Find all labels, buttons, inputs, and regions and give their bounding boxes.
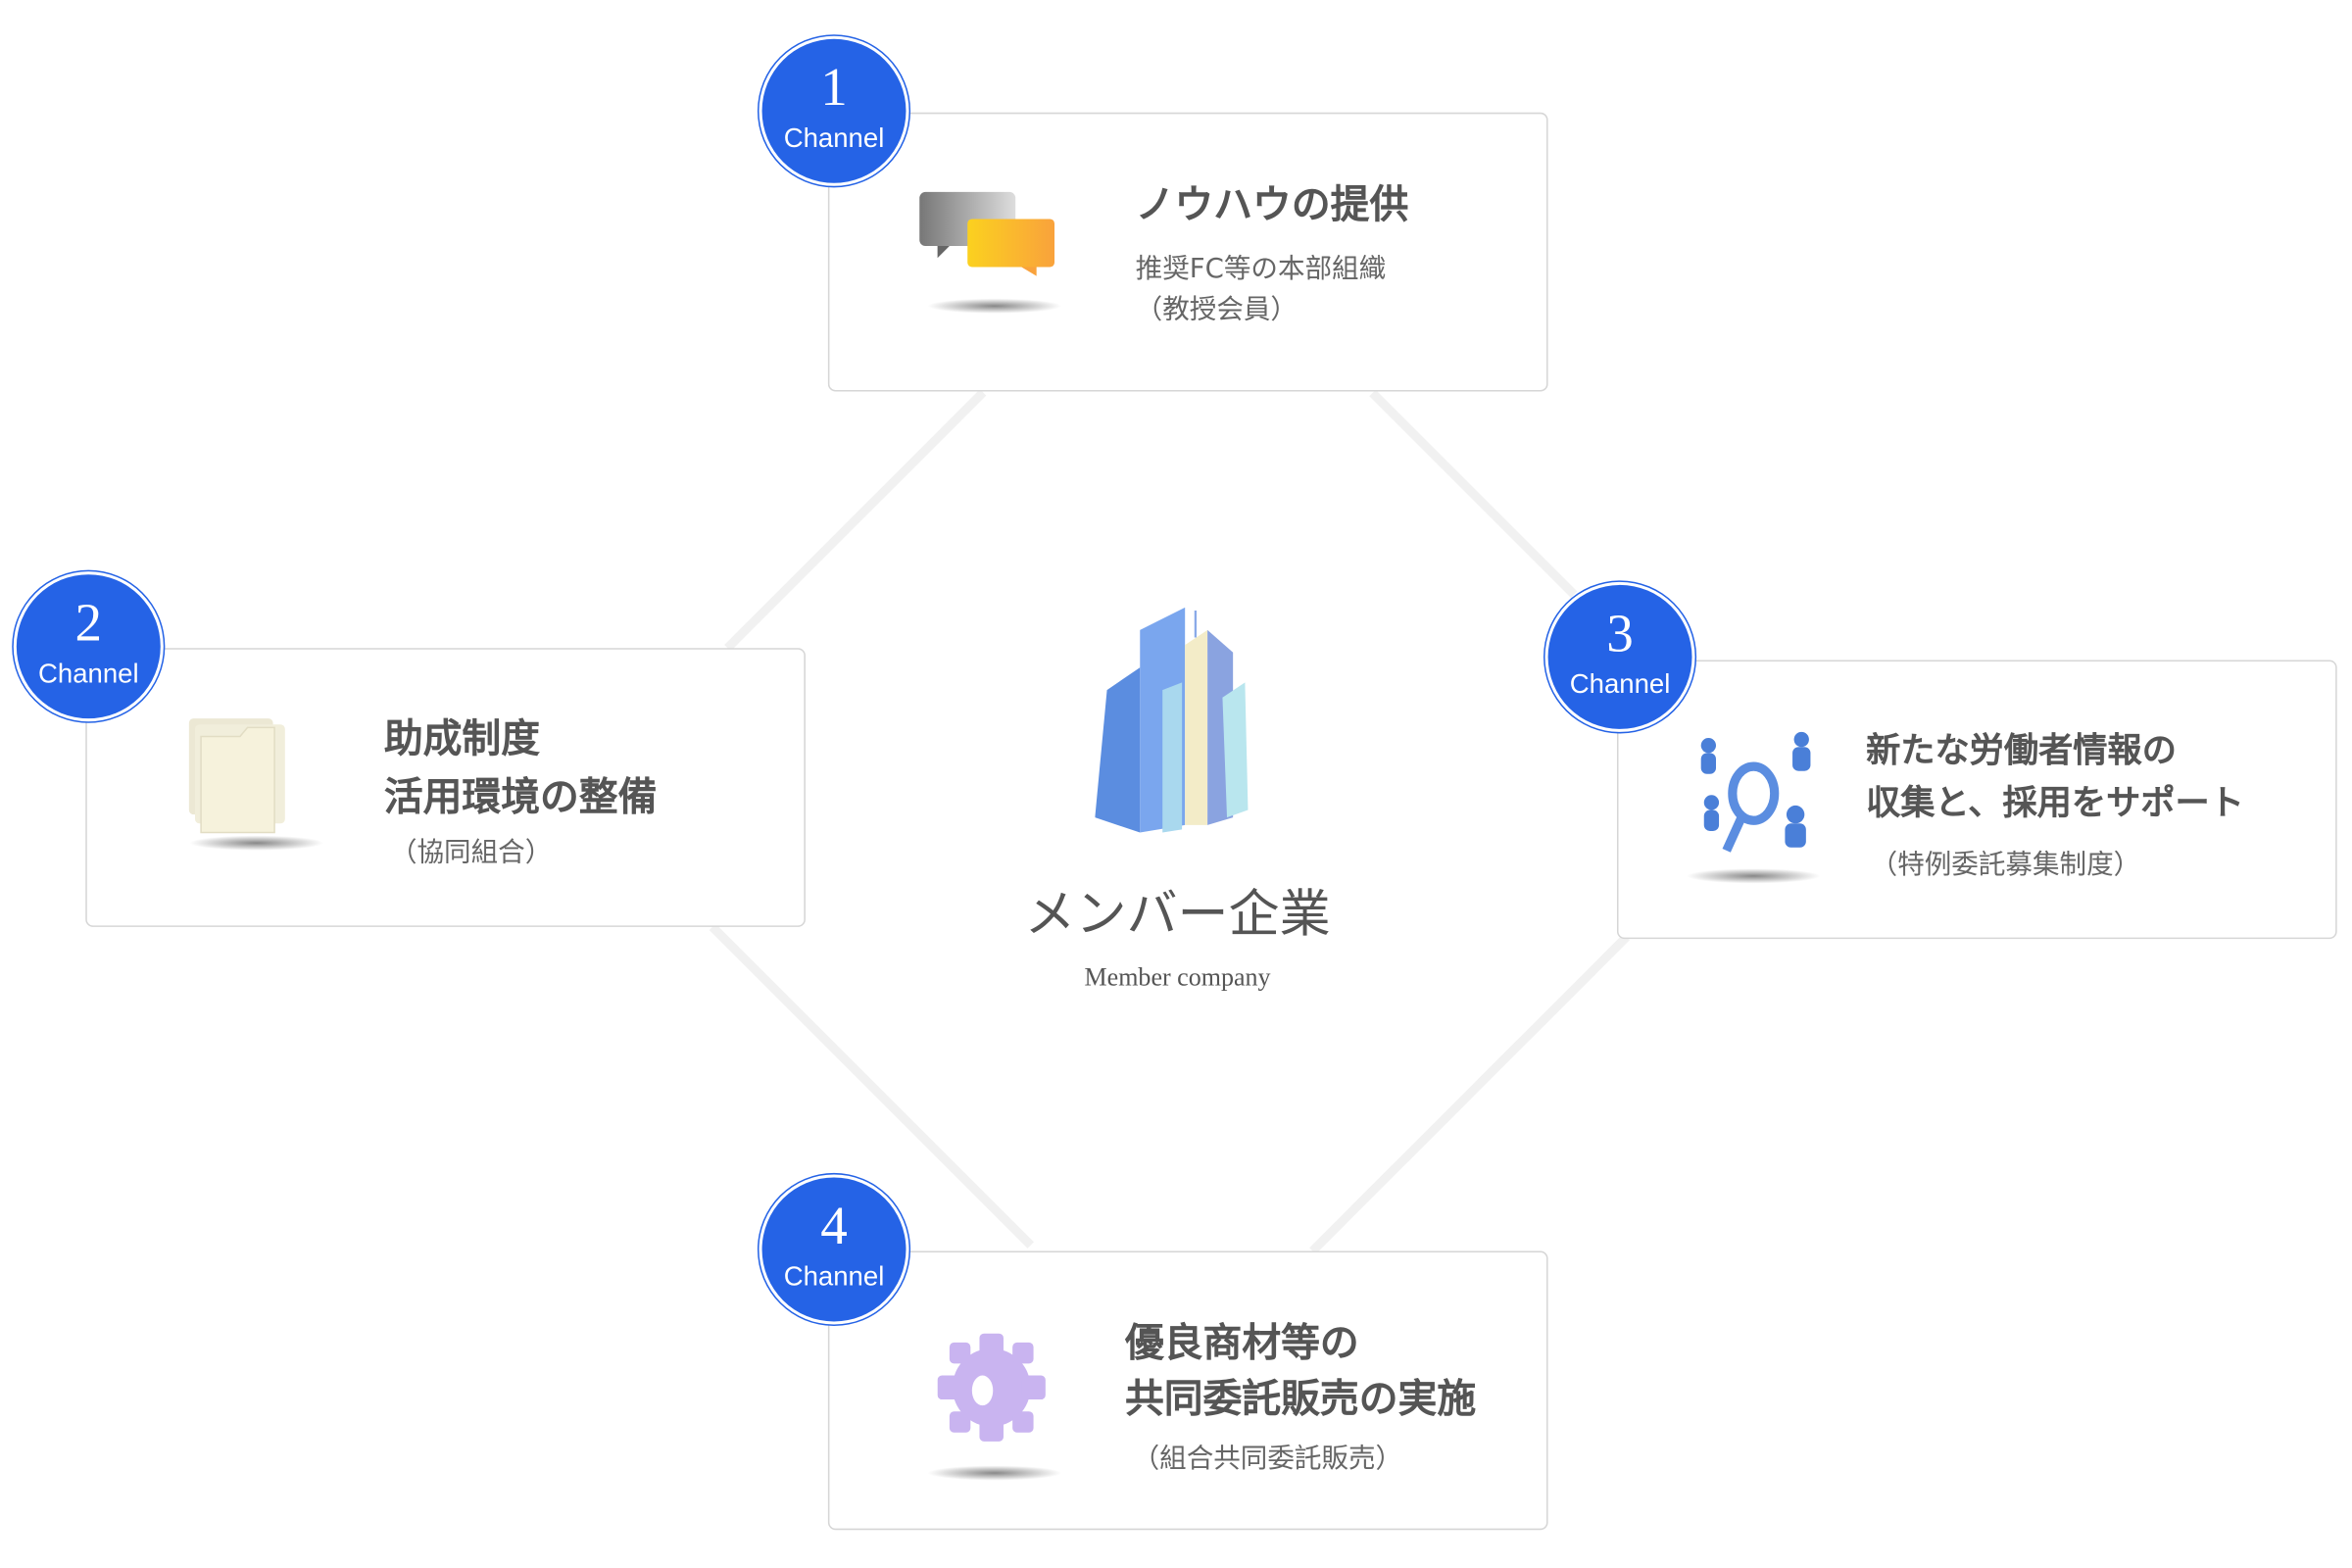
badge-number: 3 <box>1606 603 1634 663</box>
badge-number: 2 <box>74 592 103 653</box>
icon-shadow <box>926 298 1062 314</box>
channel-title: 優良商材等の <box>1124 1321 1359 1367</box>
channel-title: ノウハウの提供 <box>1135 182 1409 228</box>
badge-number: 1 <box>820 57 848 118</box>
people-search-icon <box>1700 731 1811 853</box>
channel-title: 新たな労働者情報の <box>1866 730 2177 771</box>
channel-title: 共同委託販売の実施 <box>1124 1377 1477 1423</box>
connector-line <box>1369 389 1578 598</box>
channel-org: （組合共同委託販売） <box>1132 1443 1403 1475</box>
channel-org: （協同組合） <box>389 837 553 869</box>
channel-title: 収集と、採用をサポート <box>1866 782 2244 824</box>
channel-card-1: ノウハウの提供 推奨FC等の本部組織 （教授会員） <box>827 112 1548 392</box>
badge-number: 4 <box>820 1195 848 1256</box>
icon-shadow <box>926 1465 1062 1481</box>
gear-icon <box>937 1333 1046 1442</box>
channel-card-3: 新たな労働者情報の 収集と、採用をサポート （特例委託募集制度） <box>1616 660 2337 940</box>
channel-card-2: 助成制度 活用環境の整備 （協同組合） <box>85 648 806 927</box>
center-subtitle: Member company <box>1084 962 1271 992</box>
channel-org: （特例委託募集制度） <box>1870 849 2141 881</box>
badge-label: Channel <box>37 658 139 689</box>
badge-label: Channel <box>783 122 885 154</box>
channel-title: 助成制度 <box>383 716 541 762</box>
center-title: メンバー企業 <box>1024 885 1331 946</box>
badge-label: Channel <box>1569 668 1671 700</box>
icon-shadow <box>188 835 324 851</box>
buildings-icon <box>1095 607 1252 840</box>
folders-icon <box>188 718 285 834</box>
connector-line <box>724 389 987 652</box>
channel-title: 活用環境の整備 <box>383 775 658 821</box>
channel-org: 推奨FC等の本部組織 <box>1135 253 1387 285</box>
icon-shadow <box>1686 868 1822 884</box>
channel-card-4: 優良商材等の 共同委託販売の実施 （組合共同委託販売） <box>827 1250 1548 1531</box>
channel-org-role: （教授会員） <box>1135 293 1298 326</box>
speech-bubbles-icon <box>919 191 1055 276</box>
badge-label: Channel <box>783 1261 885 1292</box>
